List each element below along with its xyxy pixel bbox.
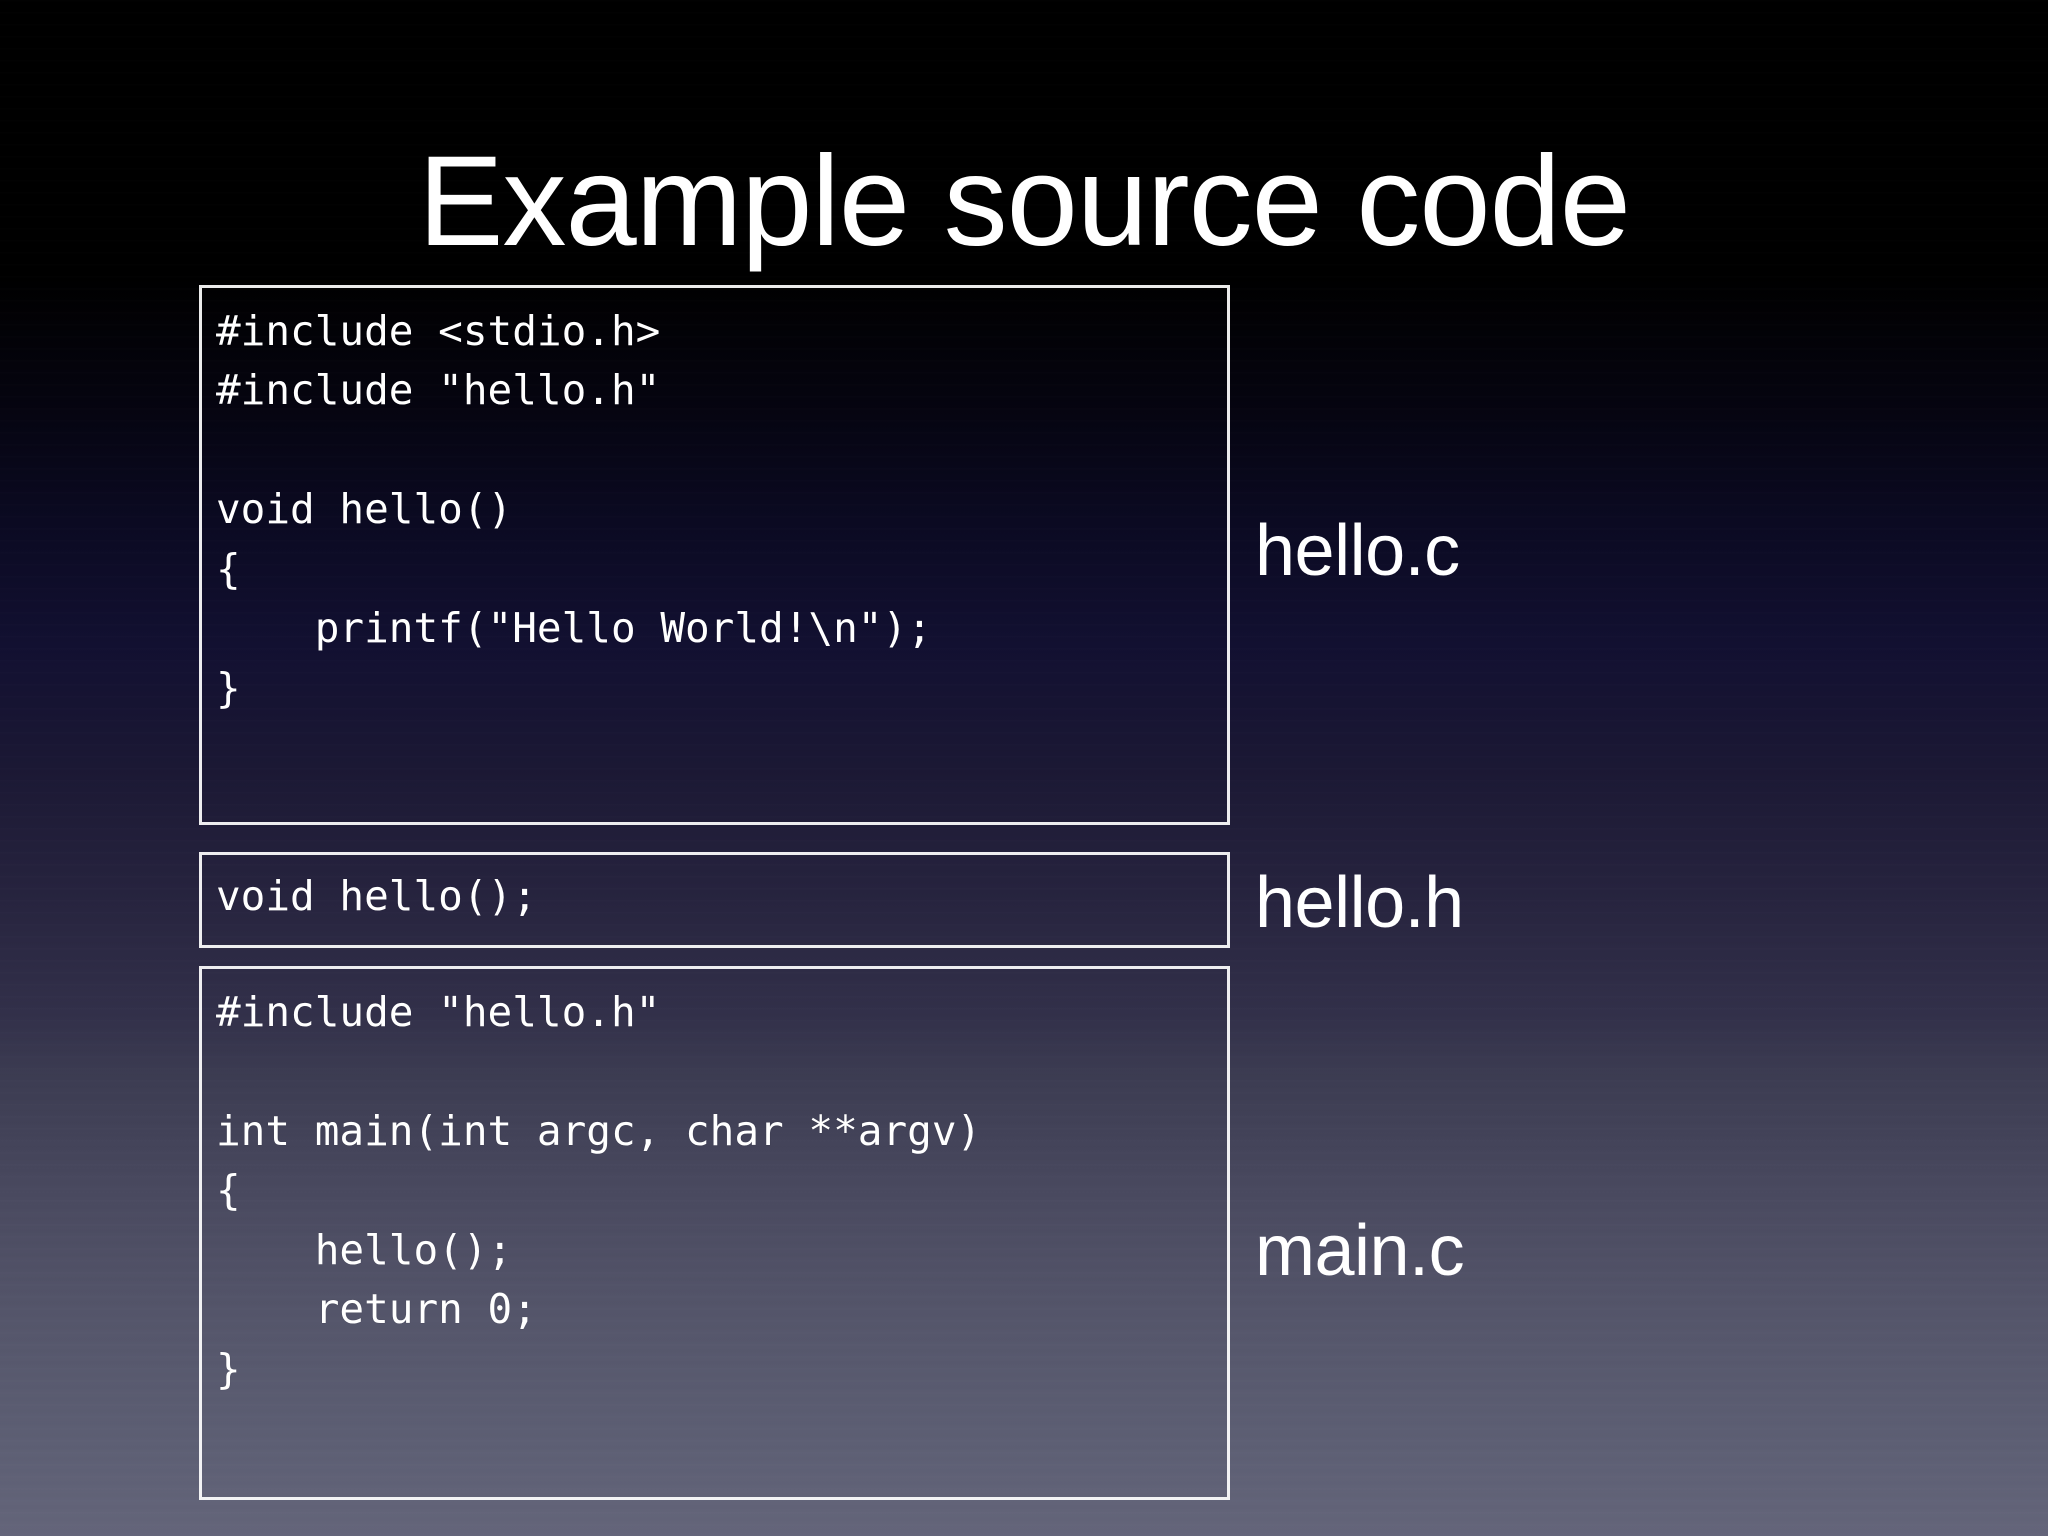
code-block-hello-h: void hello(); (199, 852, 1230, 948)
code-content: void hello(); (216, 872, 537, 920)
file-label-hello-h: hello.h (1255, 863, 1464, 943)
code-block-main-c: #include "hello.h" int main(int argc, ch… (199, 966, 1230, 1500)
file-label-hello-c: hello.c (1255, 511, 1460, 591)
file-label-main-c: main.c (1255, 1211, 1465, 1291)
code-content: #include <stdio.h> #include "hello.h" vo… (216, 307, 932, 712)
page-title: Example source code (418, 129, 1631, 273)
code-content: #include "hello.h" int main(int argc, ch… (216, 988, 982, 1393)
code-block-hello-c: #include <stdio.h> #include "hello.h" vo… (199, 285, 1230, 825)
